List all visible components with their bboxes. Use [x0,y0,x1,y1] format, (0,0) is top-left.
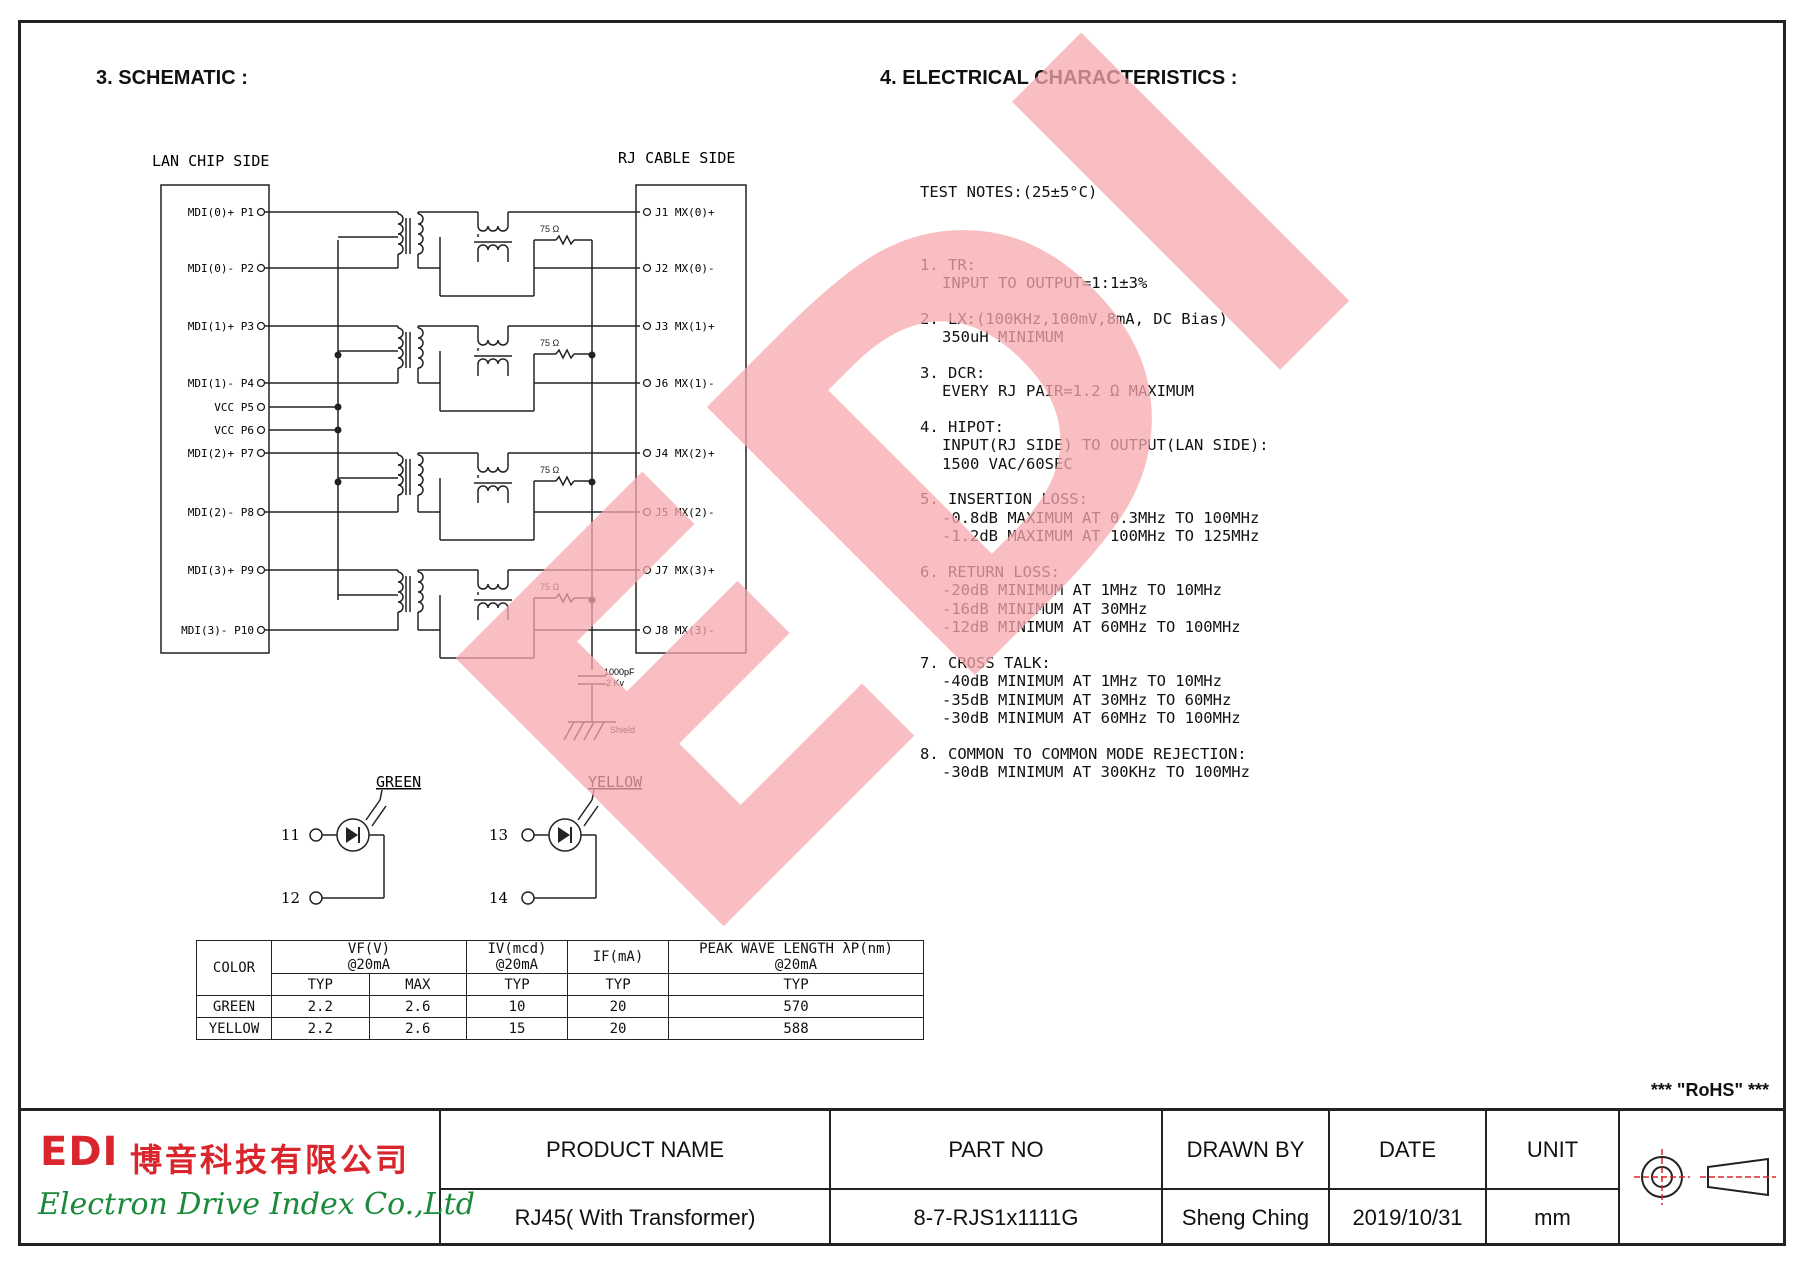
note-item: 6. RETURN LOSS:-20dB MINIMUM AT 1MHz TO … [920,562,1241,637]
h-peak-typ: TYP [668,973,924,996]
drawing-frame [18,20,1786,1246]
note-item: 2. LX:(100KHz,100mV,8mA, DC Bias)350uH M… [920,309,1228,347]
lan-pin-terminal [256,625,266,635]
lan-pin-label: MDI(1)+ P3 [188,320,254,333]
rj-pin-label: J7 MX(3)+ [655,564,715,577]
lan-pin-label: MDI(0)- P2 [188,262,254,275]
led-spec-table: COLOR VF(V)@20mA IV(mcd)@20mA IF(mA) PEA… [196,940,924,1040]
lan-pin-terminal [256,378,266,388]
h-peak: PEAK WAVE LENGTH λP(nm)@20mA [668,940,924,974]
green-led-label: GREEN [376,773,421,791]
rj-pin-terminal [642,378,652,388]
h-vf-typ: TYP [271,973,370,996]
h-vf-max: MAX [368,973,467,996]
note-item: 5. INSERTION LOSS:-0.8dB MAXIMUM AT 0.3M… [920,490,1260,545]
electrical-section-title: 4. ELECTRICAL CHARACTERISTICS : [880,67,1238,89]
rj-pin-label: J2 MX(0)- [655,262,715,275]
lan-pin-terminal [256,263,266,273]
rj-cable-side-label: RJ CABLE SIDE [618,149,735,167]
rj-pin-terminal [642,207,652,217]
note-item: 7. CROSS TALK:-40dB MINIMUM AT 1MHz TO 1… [920,653,1241,728]
lan-pin-label: MDI(0)+ P1 [188,206,254,219]
h-vf: VF(V)@20mA [271,940,467,974]
h-iv: IV(mcd)@20mA [466,940,568,974]
resistor-label: 75 Ω [540,465,560,475]
lan-pin-terminal [256,207,266,217]
lan-pin-label: MDI(3)+ P9 [188,564,254,577]
rj-pin-terminal [642,507,652,517]
h-iv-typ: TYP [466,973,568,996]
rj-pin-terminal [642,263,652,273]
yellow-led-label: YELLOW [588,773,643,791]
lan-pin-label: VCC P5 [214,401,254,414]
resistor-label: 75 Ω [540,582,560,592]
rj-pin-label: J4 MX(2)+ [655,447,715,460]
part-no-header: PART NO [948,1136,1044,1162]
rj-pin-label: J8 MX(3)- [655,624,715,637]
part-no-value: 8-7-RJS1x1111G [913,1205,1079,1230]
note-item: 8. COMMON TO COMMON MODE REJECTION:-30dB… [920,744,1250,782]
h-if: IF(mA) [567,940,669,974]
title-block: EDI 博音科技有限公司 Electron Drive Index Co.,Lt… [18,1108,1786,1249]
lan-pin-terminal [256,402,266,412]
projection-symbol-icon [1634,1149,1776,1205]
led-pin-11: 11 [281,826,300,844]
lan-pin-terminal [256,507,266,517]
lan-pin-label: MDI(2)- P8 [188,506,254,519]
lan-pin-label: VCC P6 [214,424,254,437]
company-logo: EDI [40,1129,119,1175]
rj-pin-terminal [642,565,652,575]
led-pin-13: 13 [489,826,508,844]
drawn-by-value: Sheng Ching [1181,1205,1310,1230]
led-circuits [309,789,599,905]
capacitor-voltage: 2 Kv [606,678,625,688]
rj-cable-box [635,184,747,654]
unit-value: mm [1534,1205,1571,1230]
date-header: DATE [1378,1136,1437,1162]
lan-pin-terminal [256,321,266,331]
company-name-en: Electron Drive Index Co.,Ltd [38,1187,475,1222]
unit-header: UNIT [1526,1136,1579,1162]
product-name-header: PRODUCT NAME [545,1136,725,1162]
electrical-notes: TEST NOTES:(25±5°C) 1. TR:INPUT TO OUTPU… [920,146,1269,817]
lan-pin-label: MDI(1)- P4 [188,377,255,390]
led-pin-12: 12 [281,889,300,907]
common-mode-bus [269,240,616,741]
rj-pin-label: J6 MX(1)- [655,377,715,390]
note-item: 3. DCR:EVERY RJ PAIR=1.2 Ω MAXIMUM [920,363,1194,401]
h-if-typ: TYP [567,973,669,996]
rj-pin-label: J3 MX(1)+ [655,320,715,333]
shield-label: Shield [610,725,635,735]
notes-header: TEST NOTES:(25±5°C) [920,183,1098,201]
schematic-section-title: 3. SCHEMATIC : [96,67,248,89]
lan-chip-side-label: LAN CHIP SIDE [152,152,269,170]
rj-pin-terminal [642,448,652,458]
lan-chip-box [160,184,270,654]
rj-pin-label: J1 MX(0)+ [655,206,715,219]
lan-pin-label: MDI(2)+ P7 [188,447,254,460]
rohs-mark: *** "RoHS" *** [1650,1080,1769,1100]
rj-pin-label: J5 MX(2)- [655,506,715,519]
date-value: 2019/10/31 [1352,1205,1463,1230]
rj-pin-terminal [642,321,652,331]
resistor-label: 75 Ω [540,224,560,234]
company-name-cn: 博音科技有限公司 [130,1141,411,1179]
lan-pin-terminal [256,448,266,458]
rj-pin-terminal [642,625,652,635]
lan-pin-label: MDI(3)- P10 [181,624,254,637]
note-item: 1. TR:INPUT TO OUTPUT=1:1±3% [920,255,1148,293]
lan-pin-terminal [256,565,266,575]
schematic-diagram: LAN CHIP SIDE RJ CABLE SIDE MDI(0)+ P1 MD… [152,149,747,907]
resistor-label: 75 Ω [540,338,560,348]
lan-pin-terminal [256,425,266,435]
h-color: COLOR [196,940,272,996]
note-item: 4. HIPOT:INPUT(RJ SIDE) TO OUTPUT(LAN SI… [920,417,1269,473]
led-pin-14: 14 [489,889,508,907]
capacitor-value: 1000pF [604,667,635,677]
drawn-by-header: DRAWN BY [1186,1136,1305,1162]
product-name-value: RJ45( With Transformer) [514,1205,756,1230]
